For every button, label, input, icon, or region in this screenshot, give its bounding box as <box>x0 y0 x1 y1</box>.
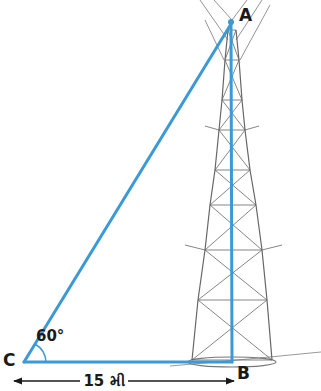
dimension-label: 15 મી <box>80 373 127 390</box>
line-ab <box>231 24 232 362</box>
vertex-label: B <box>237 364 250 383</box>
point-a <box>228 19 234 25</box>
triangle <box>24 24 232 362</box>
vertex-label: A <box>239 6 252 25</box>
line-cb <box>24 361 232 364</box>
angle-label: 60° <box>36 328 64 345</box>
line-ca <box>24 24 231 362</box>
tower-lattice <box>185 30 282 360</box>
vertex-label: C <box>3 351 15 370</box>
angle-arc <box>35 344 46 362</box>
wires <box>200 0 270 60</box>
